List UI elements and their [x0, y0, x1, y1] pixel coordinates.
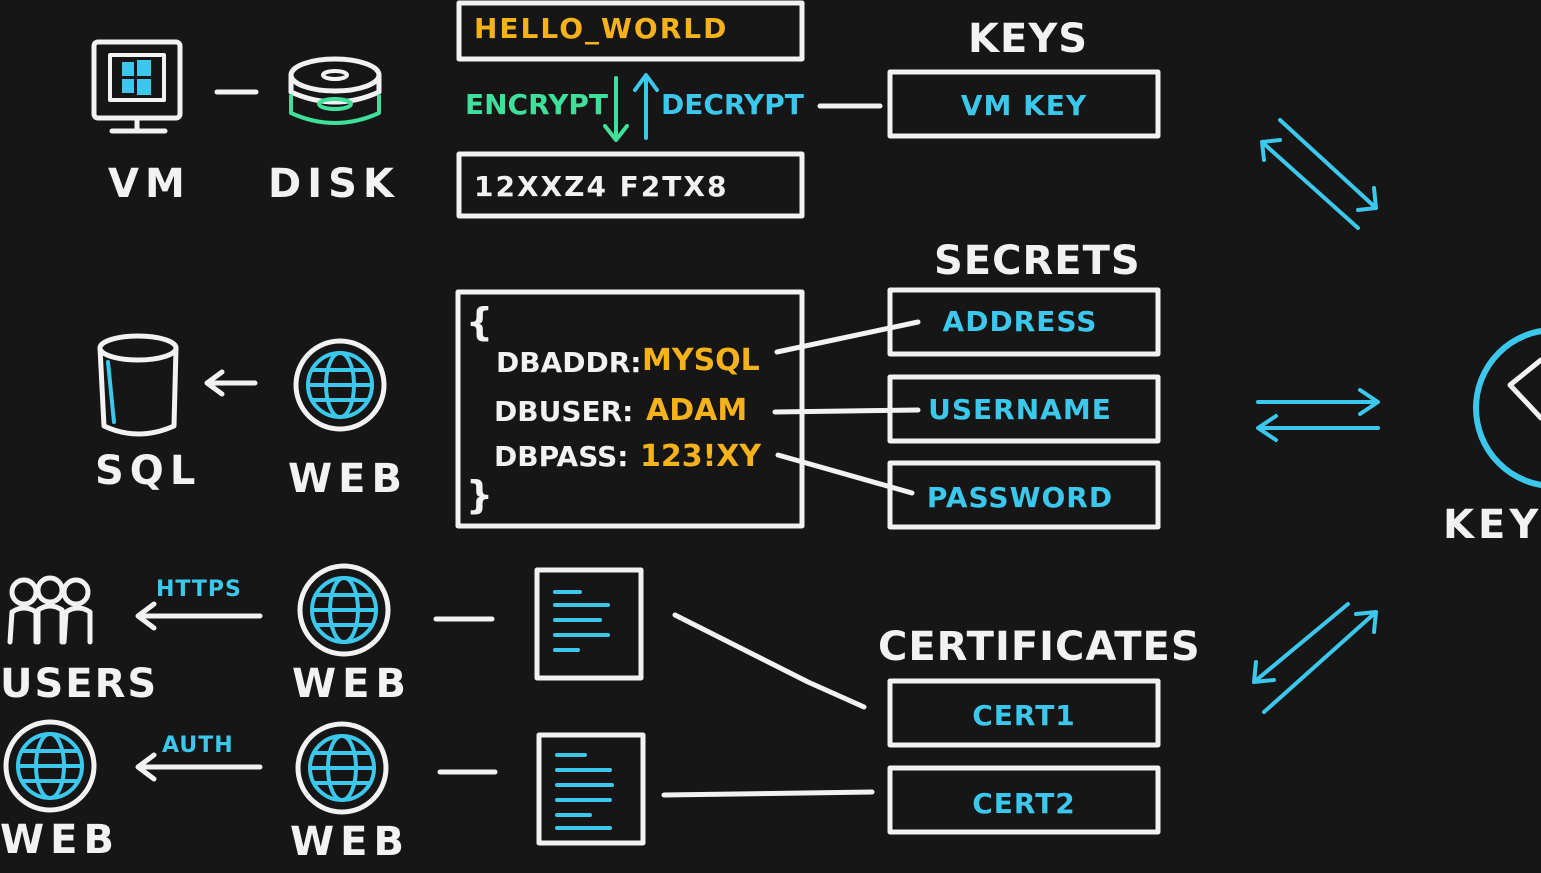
plaintext-box	[456, 0, 805, 62]
config-value-dbaddr: MYSQL	[642, 343, 760, 378]
config-value-dbuser: ADAM	[646, 393, 747, 428]
config-open-brace: {	[466, 300, 493, 344]
cert-item-1: CERT1	[972, 699, 1076, 732]
web-label-middle: WEB	[288, 456, 408, 502]
key-vault-label: KEY	[1443, 502, 1541, 548]
config-value-dbpass: 123!XY	[640, 439, 762, 474]
database-cylinder-icon	[97, 333, 179, 437]
key-item-vm: VM KEY	[961, 89, 1087, 122]
key-vault-shield-icon	[1473, 328, 1541, 488]
users-label: USERS	[0, 661, 158, 707]
config-close-brace: }	[466, 473, 493, 517]
monitor-windows-icon	[91, 39, 183, 134]
double-arrow-icon	[1260, 118, 1378, 230]
certificate-document-icon	[534, 567, 644, 681]
cert-item-2: CERT2	[972, 787, 1076, 820]
secret-box-username	[887, 374, 1161, 444]
globe-icon	[295, 721, 389, 815]
vm-label: VM	[108, 161, 191, 207]
horizontal-double-arrow-icon	[1256, 388, 1380, 442]
encrypt-arrow-icon	[603, 76, 629, 142]
web-to-users-arrow	[135, 601, 263, 631]
web-label-row4: WEB	[290, 819, 410, 865]
certificates-heading: CERTIFICATES	[878, 624, 1201, 670]
secret-item-address: ADDRESS	[943, 305, 1098, 338]
config-key-dbaddr: DBADDR:	[496, 346, 642, 379]
disk-stack-icon	[288, 56, 382, 125]
https-label: HTTPS	[156, 577, 242, 602]
secret-box-password	[887, 460, 1161, 530]
config-box	[455, 289, 805, 529]
globe-icon	[293, 338, 387, 432]
address-connector	[774, 319, 921, 355]
encrypt-label: ENCRYPT	[465, 88, 608, 121]
username-connector	[772, 407, 921, 415]
doc-to-cert2-connector	[661, 789, 875, 798]
keys-heading: KEYS	[968, 16, 1088, 62]
globe-icon	[3, 719, 97, 813]
cert-box-2	[887, 765, 1161, 835]
config-key-dbpass: DBPASS:	[494, 440, 628, 473]
secret-box-address	[887, 287, 1161, 357]
sql-label: SQL	[95, 448, 201, 494]
decrypt-label: DECRYPT	[661, 88, 804, 121]
users-group-icon	[7, 575, 93, 645]
ciphertext-value: 12XXZ4 F2TX8	[474, 170, 728, 203]
ciphertext-box	[456, 151, 805, 219]
auth-label: AUTH	[162, 733, 234, 758]
doc-to-cert1-connector	[672, 612, 867, 710]
plaintext-value: HELLO_WORLD	[474, 12, 728, 45]
web-label-row3: WEB	[292, 661, 412, 707]
secrets-heading: SECRETS	[934, 238, 1141, 284]
secret-item-password: PASSWORD	[927, 481, 1113, 514]
certificate-document-icon	[536, 732, 646, 846]
secret-item-username: USERNAME	[928, 393, 1112, 426]
globe-icon	[297, 563, 391, 657]
config-key-dbuser: DBUSER:	[494, 395, 633, 428]
diagonal-double-arrow-icon	[1252, 602, 1378, 714]
decrypt-arrow-icon	[633, 73, 659, 140]
web-to-web-arrow	[135, 752, 263, 782]
web-to-sql-arrow	[204, 369, 258, 397]
key-box-vm	[887, 69, 1161, 139]
cert-box-1	[887, 678, 1161, 748]
web-label-row4-left: WEB	[0, 817, 120, 863]
disk-label: DISK	[268, 161, 400, 207]
